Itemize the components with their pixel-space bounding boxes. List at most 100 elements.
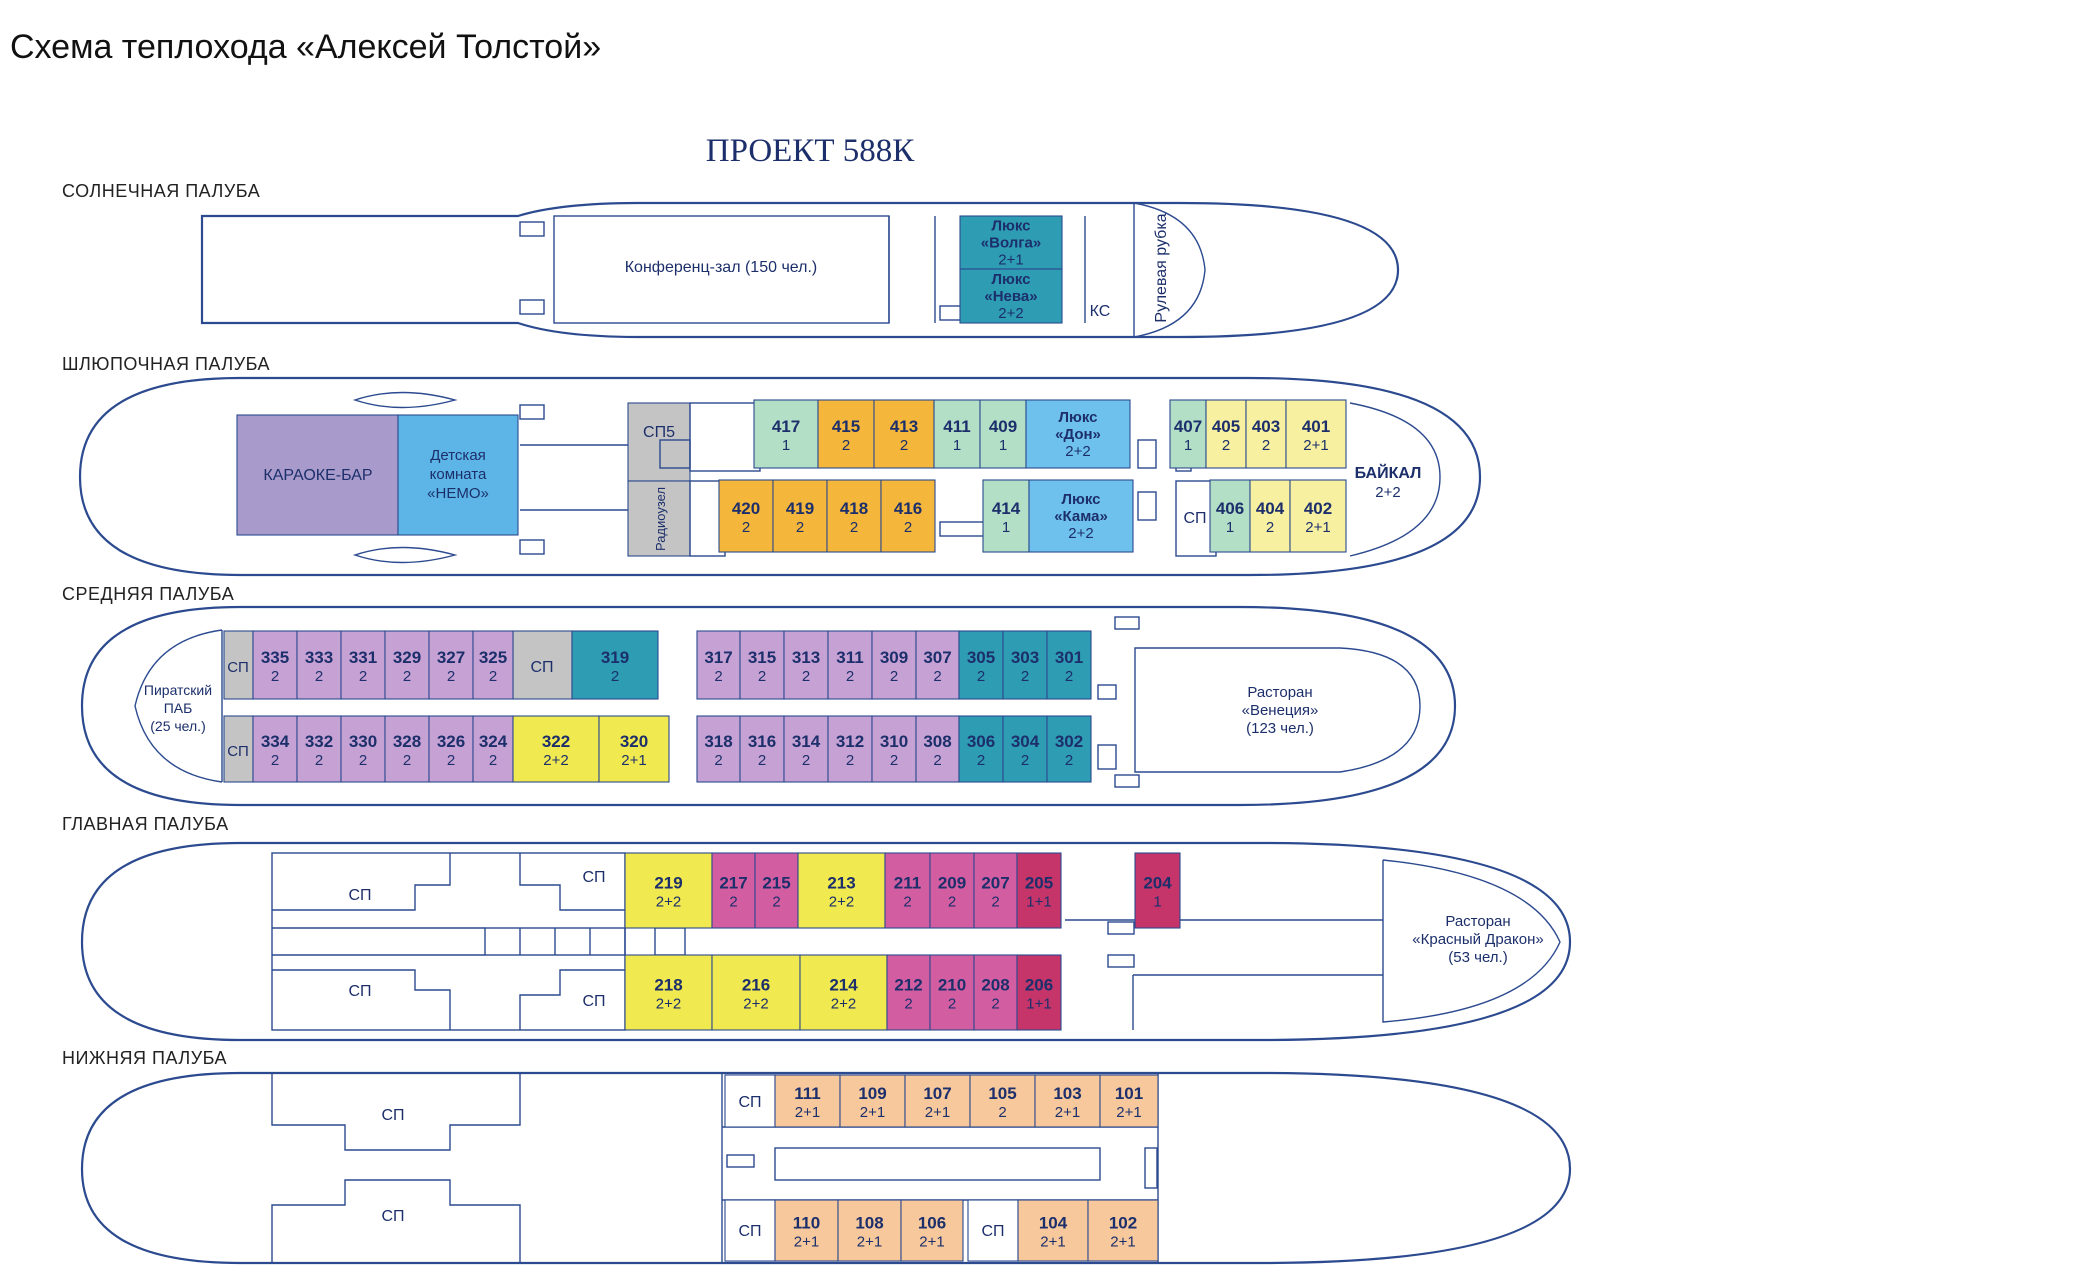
- cabin[interactable]: Люкс«Нева»2+2: [959, 268, 1063, 324]
- cabin-box[interactable]: [1289, 479, 1347, 553]
- cabin-box[interactable]: [958, 715, 1004, 783]
- cabin-box[interactable]: [252, 715, 298, 783]
- cabin-box[interactable]: [739, 630, 785, 700]
- cabin-box[interactable]: [340, 715, 386, 783]
- cabin-box[interactable]: [873, 399, 935, 469]
- cabin-box[interactable]: [1087, 1199, 1159, 1262]
- cabin-box[interactable]: [1002, 715, 1048, 783]
- cabin-box[interactable]: [774, 1074, 841, 1128]
- cabin-box[interactable]: [512, 715, 600, 783]
- cabin-box[interactable]: [933, 399, 981, 469]
- cabin-box[interactable]: [296, 715, 342, 783]
- cabin-box[interactable]: [428, 715, 474, 783]
- cabin-box[interactable]: [915, 630, 960, 700]
- cabin-box[interactable]: [1285, 399, 1347, 469]
- cabin-box[interactable]: [1099, 1074, 1159, 1128]
- cabin-box[interactable]: [754, 852, 799, 929]
- cabin-box[interactable]: [1046, 715, 1092, 783]
- cabin-box[interactable]: [739, 715, 785, 783]
- cabin-box[interactable]: [1245, 399, 1287, 469]
- cabin[interactable]: Люкс«Волга»2+1: [959, 215, 1063, 270]
- cabin-box[interactable]: [799, 954, 888, 1031]
- cabin-box[interactable]: [711, 852, 756, 929]
- cabin-box[interactable]: [1016, 954, 1062, 1031]
- cabin-box[interactable]: [1205, 399, 1247, 469]
- cabin-box[interactable]: [959, 268, 1063, 324]
- cabin-box[interactable]: [969, 1074, 1036, 1128]
- cabin-box[interactable]: [783, 715, 829, 783]
- cabin-box[interactable]: [1046, 630, 1092, 700]
- cabin-box[interactable]: [624, 852, 713, 929]
- cabin-box[interactable]: [837, 1199, 902, 1262]
- cabin-box[interactable]: [797, 852, 886, 929]
- cabin-box[interactable]: [571, 630, 659, 700]
- cabin-box[interactable]: [783, 630, 829, 700]
- cabin-box[interactable]: [904, 1074, 971, 1128]
- cabin-box[interactable]: [1025, 399, 1131, 469]
- cabin-box[interactable]: [982, 479, 1030, 553]
- cabin-box[interactable]: [718, 479, 774, 553]
- cabin-box[interactable]: [1002, 630, 1048, 700]
- cabin-box[interactable]: [1134, 852, 1181, 929]
- cabin-box[interactable]: [827, 630, 873, 700]
- cabin-box[interactable]: [428, 630, 474, 700]
- cabin-box[interactable]: [1209, 479, 1251, 553]
- cabin-box[interactable]: [900, 1199, 964, 1262]
